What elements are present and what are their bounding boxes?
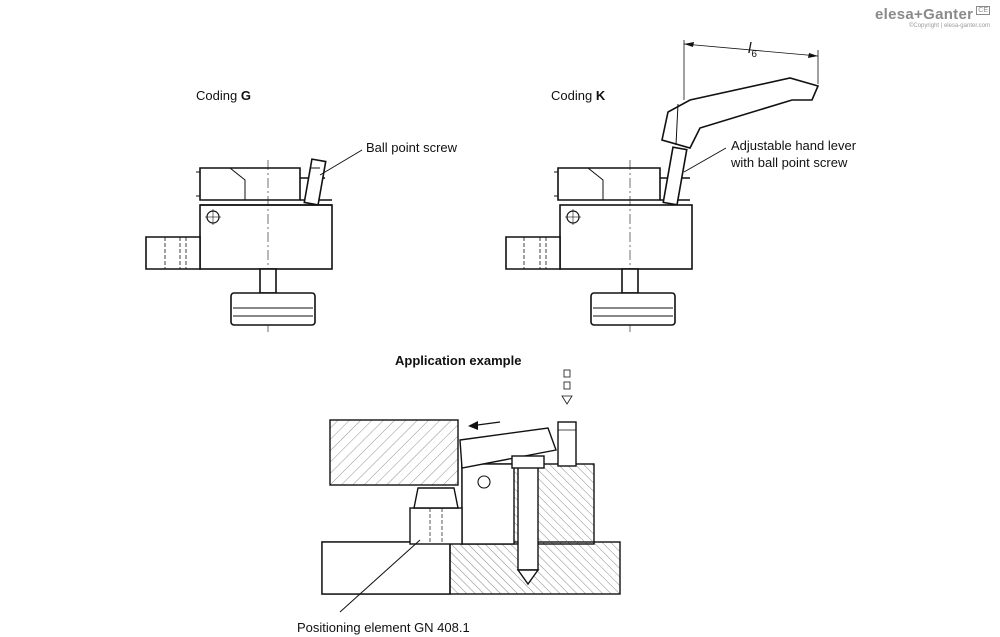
- ball-point-screw-label: Ball point screw: [366, 140, 458, 155]
- coding-g-letter: G: [240, 88, 251, 103]
- adjustable-lever-label-line2: with ball point screw: [731, 155, 848, 170]
- brand-name: elesa+Ganter: [875, 6, 974, 23]
- coding-k-prefix: Coding: [551, 88, 596, 103]
- coding-g-prefix: Coding: [196, 88, 241, 103]
- ce-mark: CE: [976, 6, 990, 15]
- coding-g-drawing: [145, 149, 363, 335]
- application-example-title: Application example: [395, 353, 522, 368]
- adjustable-lever-label-line1: Adjustable hand lever: [731, 138, 857, 153]
- coding-k-drawing: [505, 40, 820, 335]
- dimension-symbol: l: [748, 40, 752, 57]
- positioning-element-label: Positioning element GN 408.1: [297, 620, 470, 635]
- coding-k-letter: K: [595, 88, 606, 103]
- coding-g-label: Coding G: [196, 88, 251, 103]
- dimension-subscript: 6: [751, 49, 757, 60]
- brand-copyright: ©Copyright | elesa-ganter.com: [908, 23, 990, 29]
- coding-k-label: Coding K: [551, 88, 605, 103]
- application-example-drawing: [321, 369, 621, 613]
- dimension-label: l6: [748, 40, 757, 60]
